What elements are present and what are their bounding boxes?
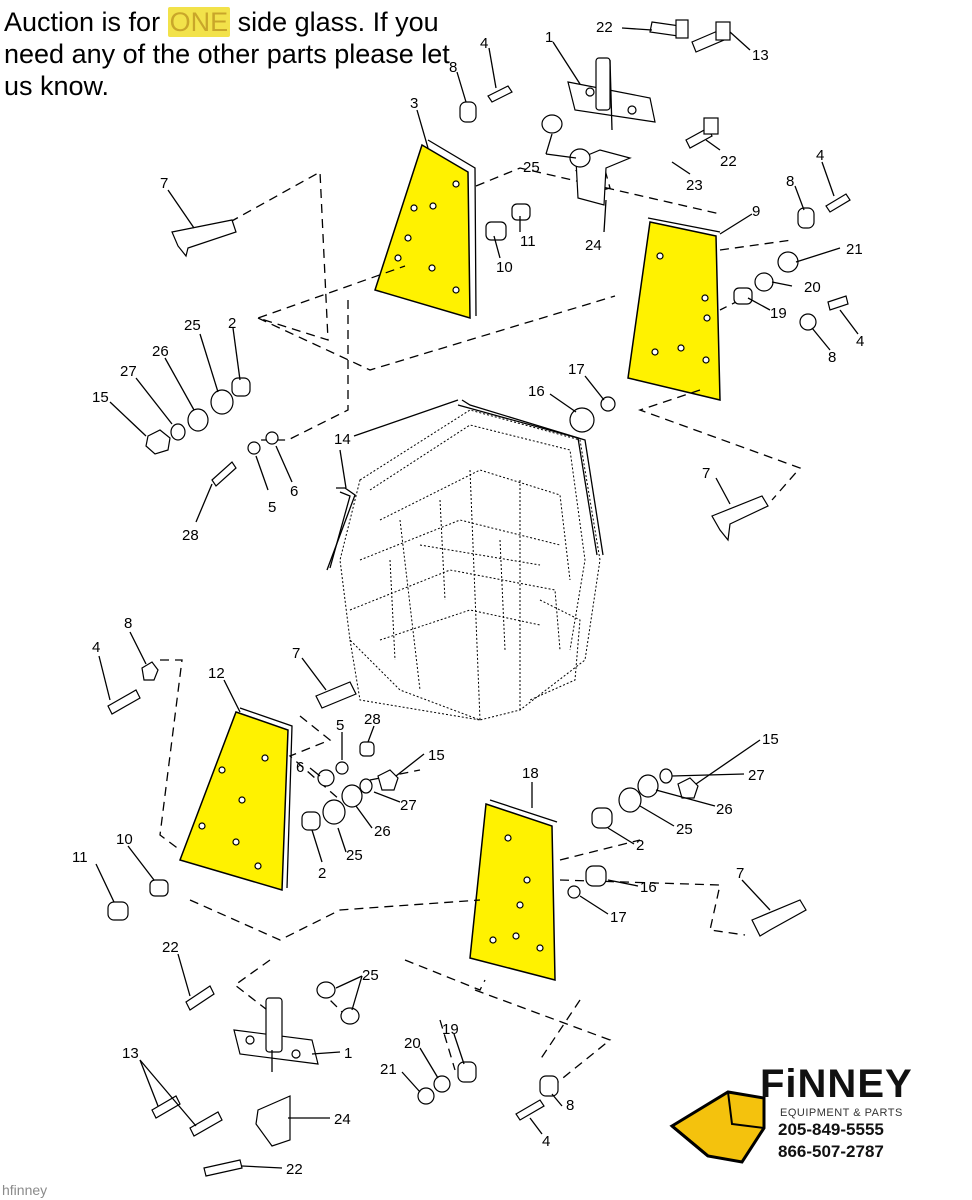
bucket-logo-icon xyxy=(669,1090,766,1164)
callout: 19 xyxy=(442,1021,459,1038)
finney-brand: FiNNEY EQUIPMENT & PARTS 205-849-5555 86… xyxy=(668,1062,968,1192)
callout: 25 xyxy=(676,821,693,838)
callout: 27 xyxy=(120,363,137,380)
callout: 4 xyxy=(542,1133,550,1150)
callout: 16 xyxy=(528,383,545,400)
callout: 11 xyxy=(72,849,88,866)
callout-labels: 22 13 1 4 8 3 25 22 23 24 7 11 10 9 8 4 … xyxy=(72,19,864,1178)
glass-panel-12 xyxy=(179,711,289,891)
callout: 25 xyxy=(346,847,363,864)
brand-phone-1: 205-849-5555 xyxy=(778,1120,884,1139)
callout: 22 xyxy=(596,19,613,36)
note-highlight: ONE xyxy=(167,7,231,37)
callout: 21 xyxy=(380,1061,397,1078)
cab-frame xyxy=(326,399,604,721)
callout: 2 xyxy=(318,865,326,882)
callout: 10 xyxy=(116,831,133,848)
callout: 25 xyxy=(523,159,540,176)
callout: 17 xyxy=(610,909,627,926)
callout: 13 xyxy=(752,47,769,64)
callout: 8 xyxy=(124,615,132,632)
callout: 21 xyxy=(846,241,863,258)
callout: 13 xyxy=(122,1045,139,1062)
callout: 20 xyxy=(404,1035,421,1052)
watermark: hfinney xyxy=(2,1182,48,1198)
callout: 6 xyxy=(296,759,304,776)
callout: 18 xyxy=(522,765,539,782)
glass-panel-3 xyxy=(374,143,471,320)
callout: 22 xyxy=(720,153,737,170)
callout: 25 xyxy=(362,967,379,984)
callout: 7 xyxy=(702,465,710,482)
callout: 20 xyxy=(804,279,821,296)
callout: 2 xyxy=(636,837,644,854)
assembly-lines xyxy=(159,167,802,1091)
callout: 8 xyxy=(828,349,836,366)
callout: 28 xyxy=(182,527,199,544)
brand-tagline: EQUIPMENT & PARTS xyxy=(780,1107,903,1119)
callout: 16 xyxy=(640,879,657,896)
callout: 6 xyxy=(290,483,298,500)
callout: 7 xyxy=(160,175,168,192)
callout: 10 xyxy=(496,259,513,276)
callout: 2 xyxy=(228,315,236,332)
callout: 26 xyxy=(374,823,391,840)
glass-holes xyxy=(198,180,711,952)
callout: 27 xyxy=(400,797,417,814)
hardware xyxy=(107,19,851,1177)
callout: 5 xyxy=(268,499,276,516)
callout: 19 xyxy=(770,305,787,322)
callout: 1 xyxy=(344,1045,352,1062)
callout: 15 xyxy=(762,731,779,748)
callout: 7 xyxy=(736,865,744,882)
callout: 8 xyxy=(566,1097,574,1114)
brand-name: FiNNEY xyxy=(760,1062,913,1106)
callout: 17 xyxy=(568,361,585,378)
callout: 5 xyxy=(336,717,344,734)
callout: 12 xyxy=(208,665,225,682)
callout: 26 xyxy=(152,343,169,360)
callout: 22 xyxy=(286,1161,303,1178)
callout: 9 xyxy=(752,203,760,220)
brand-phone-2: 866-507-2787 xyxy=(778,1142,884,1161)
glass-panel-18 xyxy=(469,802,556,981)
callout: 24 xyxy=(334,1111,351,1128)
callout: 26 xyxy=(716,801,733,818)
callout: 23 xyxy=(686,177,703,194)
callout: 4 xyxy=(856,333,864,350)
callout: 11 xyxy=(520,233,536,250)
callout: 28 xyxy=(364,711,381,728)
callout: 4 xyxy=(92,639,100,656)
callout: 8 xyxy=(786,173,794,190)
glass-panel-9 xyxy=(627,221,721,401)
callout: 3 xyxy=(410,95,418,112)
callout: 8 xyxy=(449,59,457,76)
callout: 14 xyxy=(334,431,351,448)
leader-lines xyxy=(95,27,859,1169)
callout: 7 xyxy=(292,645,300,662)
callout: 22 xyxy=(162,939,179,956)
callout: 4 xyxy=(816,147,824,164)
callout: 24 xyxy=(585,237,602,254)
callout: 1 xyxy=(545,29,553,46)
callout: 15 xyxy=(428,747,445,764)
callout: 4 xyxy=(480,35,488,52)
callout: 15 xyxy=(92,389,109,406)
auction-note: Auction is for ONE side glass. If you ne… xyxy=(4,7,450,101)
callout: 25 xyxy=(184,317,201,334)
callout: 27 xyxy=(748,767,765,784)
